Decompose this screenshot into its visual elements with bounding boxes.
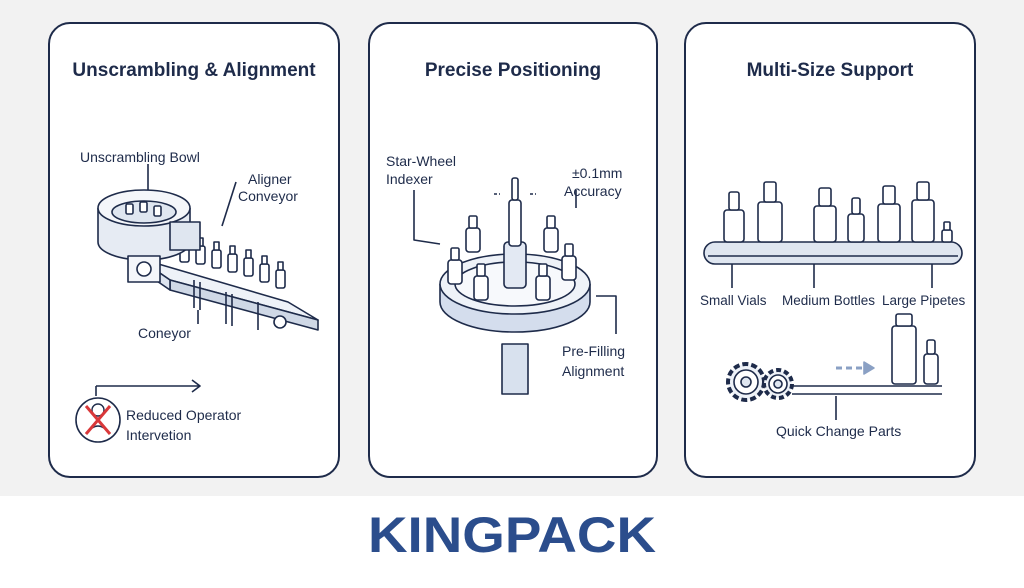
panel-multi-size: Multi-Size Support — [684, 22, 976, 478]
label-intervention: Intervetion — [126, 427, 192, 443]
label-conveyor: Coneyor — [138, 325, 191, 341]
unscrambler-illustration — [75, 164, 319, 443]
brand-name: KINGPACK — [368, 508, 656, 560]
label-pre-filling: Pre-Filling — [562, 343, 626, 359]
label-large-pipettes: Large Pipetes — [882, 293, 966, 308]
panel-unscrambling: Unscrambling & Alignment — [48, 22, 340, 478]
panel-positioning: Precise Positioning — [368, 22, 658, 478]
label-accuracy: Accuracy — [564, 183, 622, 199]
label-alignment: Alignment — [562, 363, 625, 379]
label-quick-change: Quick Change Parts — [776, 423, 902, 439]
label-star-wheel: Star-Wheel — [386, 153, 457, 169]
kingpack-logo: KINGPACK — [368, 508, 656, 560]
panel-title-unscrambling: Unscrambling & Alignment — [72, 60, 316, 81]
label-aligner: Aligner — [248, 171, 292, 187]
panel-title-positioning: Precise Positioning — [424, 60, 602, 81]
panel-title-multi-size: Multi-Size Support — [746, 60, 914, 81]
label-unscrambling-bowl: Unscrambling Bowl — [80, 149, 200, 165]
label-reduced-operator: Reduced Operator — [126, 407, 242, 423]
label-aligner-conveyor: Conveyor — [238, 188, 298, 204]
label-small-vials: Small Vials — [700, 293, 767, 308]
label-indexer: Indexer — [386, 171, 433, 187]
multi-size-illustration — [703, 181, 963, 420]
label-medium-bottles: Medium Bottles — [782, 293, 876, 308]
star-wheel-illustration — [413, 177, 617, 395]
no-operator-icon — [75, 397, 121, 443]
label-accuracy-value: ±0.1mm — [572, 165, 623, 181]
